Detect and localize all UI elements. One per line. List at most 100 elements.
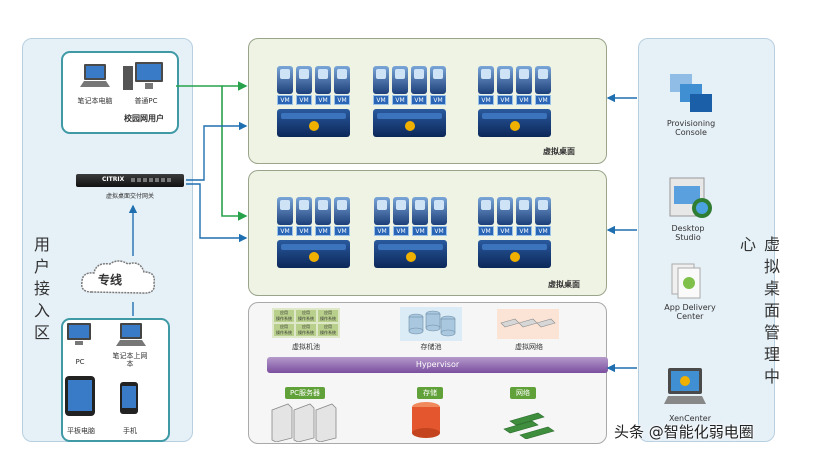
provisioning-console-icon	[670, 74, 712, 112]
vm-tag: VM	[431, 226, 447, 236]
vm-tag: VM	[277, 95, 293, 105]
vm-tag: VM	[516, 226, 532, 236]
vm-icon	[315, 197, 331, 225]
virtual-desktop-label-1: 虚拟桌面	[543, 147, 575, 156]
virtual-network-label: 虚拟网络	[515, 343, 543, 351]
vm-tag: VM	[497, 226, 513, 236]
vm-icon	[334, 197, 350, 225]
dedicated-line-label: 专线	[98, 273, 123, 287]
vm-icon	[411, 66, 427, 94]
vm-tag: VM	[478, 226, 494, 236]
vm-icon	[430, 66, 446, 94]
vm-tag: VM	[535, 226, 551, 236]
storage-icon	[412, 402, 440, 438]
vm-icon	[478, 66, 494, 94]
physical-host	[478, 109, 551, 137]
host-logo-icon	[308, 121, 319, 131]
host-slot	[378, 244, 443, 250]
vm-pool-cell: 应用操作系统	[296, 310, 316, 322]
device-tablet-label: 平板电脑	[67, 427, 95, 435]
pc-icon	[67, 323, 91, 345]
device-phone-label: 手机	[123, 427, 137, 435]
gateway-device: CITRIX	[76, 174, 184, 187]
vm-tag: VM	[315, 95, 331, 105]
vm-screen	[414, 69, 424, 79]
storage-pool-icon	[400, 307, 462, 341]
vm-tag: VM	[430, 95, 446, 105]
vm-icon	[478, 197, 494, 225]
phone-icon	[120, 382, 138, 414]
vm-tag: VM	[315, 226, 331, 236]
provisioning-console-label: Provisioning Console	[666, 119, 716, 137]
cloud-icon	[80, 260, 156, 294]
host-slot	[281, 113, 346, 119]
vm-icon	[393, 197, 409, 225]
vm-screen	[538, 200, 548, 210]
vm-tag: VM	[497, 95, 513, 105]
gateway-brand: CITRIX	[102, 176, 125, 183]
management-title: 虚拟桌面管理中心	[737, 236, 780, 390]
vm-pool-cell: 应用操作系统	[274, 310, 294, 322]
physical-host	[373, 109, 446, 137]
user-access-title: 用户接入区	[31, 236, 50, 346]
vm-icon	[296, 66, 312, 94]
tablet-icon	[65, 376, 95, 416]
xencenter-icon	[664, 368, 706, 404]
vm-tag: VM	[277, 226, 293, 236]
vm-icon	[392, 66, 408, 94]
vm-screen	[395, 69, 405, 79]
host-logo-icon	[405, 252, 416, 262]
vm-tag: VM	[392, 95, 408, 105]
host-logo-icon	[404, 121, 415, 131]
vm-icon	[373, 66, 389, 94]
pc-server-label: PC服务器	[285, 387, 325, 399]
vm-pool-grid: 应用操作系统 应用操作系统 应用操作系统 应用操作系统 应用操作系统 应用操作系…	[272, 308, 340, 338]
vm-screen	[538, 69, 548, 79]
host-slot	[482, 244, 547, 250]
vm-screen	[318, 69, 328, 79]
storage-label: 存储	[417, 387, 443, 399]
gateway-ports	[131, 178, 171, 182]
app-delivery-center-icon	[671, 263, 701, 299]
vm-screen	[280, 200, 290, 210]
campus-users-label: 校园网用户	[124, 114, 164, 123]
vm-icon	[412, 197, 428, 225]
vm-tag: VM	[374, 226, 390, 236]
desktop-studio-label: Desktop Studio	[671, 224, 705, 242]
host-slot	[482, 113, 547, 119]
vm-icon	[516, 197, 532, 225]
storage-pool-label: 存储池	[420, 343, 442, 351]
vm-icon	[296, 197, 312, 225]
host-slot	[377, 113, 442, 119]
xencenter-label: XenCenter	[668, 414, 712, 423]
vm-tag: VM	[535, 95, 551, 105]
laptop-icon	[80, 64, 110, 87]
vm-screen	[337, 200, 347, 210]
vm-icon	[516, 66, 532, 94]
vm-screen	[519, 69, 529, 79]
pc-server-icon	[271, 403, 337, 442]
vm-icon	[497, 66, 513, 94]
vm-screen	[396, 200, 406, 210]
vm-screen	[500, 200, 510, 210]
vm-screen	[318, 200, 328, 210]
watermark: 头条 @智能化弱电圈	[614, 423, 754, 441]
vm-icon	[535, 66, 551, 94]
vm-pool-label: 虚拟机池	[292, 343, 320, 351]
host-logo-icon	[509, 252, 520, 262]
vm-pool-cell: 应用操作系统	[274, 324, 294, 336]
vm-screen	[519, 200, 529, 210]
vm-screen	[337, 69, 347, 79]
vm-screen	[415, 200, 425, 210]
app-delivery-center-label: App Delivery Center	[664, 303, 716, 321]
device-pc-label: PC	[75, 358, 85, 366]
vm-screen	[434, 200, 444, 210]
host-slot	[281, 244, 346, 250]
vm-screen	[433, 69, 443, 79]
vm-tag: VM	[393, 226, 409, 236]
vm-screen	[377, 200, 387, 210]
vm-screen	[280, 69, 290, 79]
vm-icon	[535, 197, 551, 225]
vm-tag: VM	[412, 226, 428, 236]
network-icon	[503, 412, 555, 439]
